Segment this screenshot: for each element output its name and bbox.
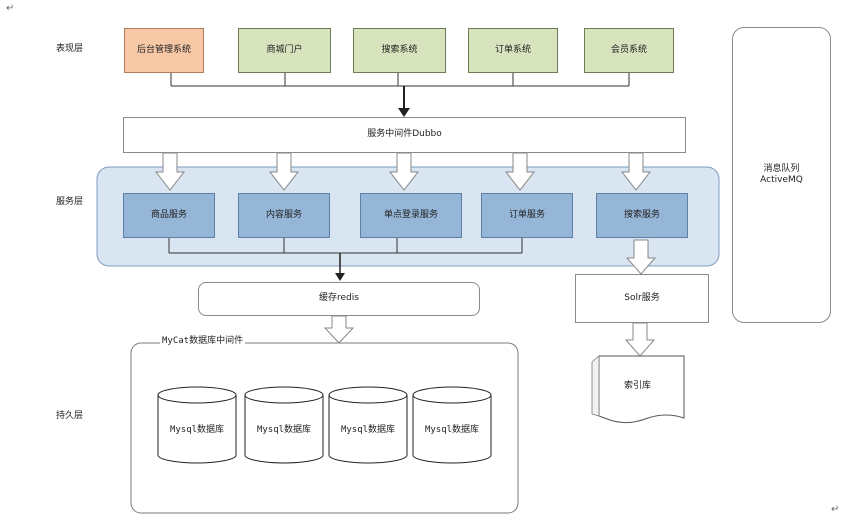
database-label: Mysql数据库 [340, 425, 396, 435]
service-sso: 单点登录服务 [360, 193, 462, 238]
system-admin-backend: 后台管理系统 [124, 28, 204, 73]
service-to-cache-connectors [168, 238, 523, 254]
solr-service: Solr服务 [575, 274, 709, 323]
layer-label-service: 服务层 [56, 197, 84, 207]
presentation-connectors [170, 73, 630, 87]
database-label: Mysql数据库 [256, 425, 312, 435]
hollow-arrow [388, 152, 420, 191]
message-queue-activemq: 消息队列 ActiveMQ [732, 27, 831, 323]
index-store-side [591, 355, 600, 417]
database-cylinder [157, 386, 237, 464]
solr-to-index-arrow [624, 322, 656, 357]
layer-label-persistence: 持久层 [56, 411, 84, 421]
database-cylinder [412, 386, 492, 464]
return-mark: ↵ [831, 504, 840, 515]
service-to-cache-arrowhead [335, 273, 345, 281]
database-label: Mysql数据库 [169, 425, 225, 435]
system-search: 搜索系统 [353, 28, 446, 73]
system-mall-portal: 商城门户 [238, 28, 331, 73]
service-product: 商品服务 [123, 193, 215, 238]
mycat-middleware-label: MyCat数据库中间件 [160, 336, 246, 346]
system-order: 订单系统 [468, 28, 558, 73]
presentation-to-dubbo-arrowhead [398, 108, 410, 117]
layer-label-presentation: 表现层 [56, 44, 84, 54]
middleware-dubbo: 服务中间件Dubbo [123, 117, 686, 153]
service-order: 订单服务 [481, 193, 573, 238]
index-store-label: 索引库 [624, 381, 652, 391]
database-cylinders [157, 386, 492, 464]
database-cylinder [328, 386, 408, 464]
mycat-container [130, 342, 519, 514]
hollow-arrow [268, 152, 300, 191]
service-content: 内容服务 [238, 193, 330, 238]
return-mark: ↵ [6, 3, 15, 14]
cache-redis: 缓存redis [198, 282, 480, 316]
database-cylinder [244, 386, 324, 464]
hollow-arrow [504, 152, 536, 191]
index-store-shape [598, 355, 685, 424]
message-queue-product: ActiveMQ [760, 175, 803, 185]
service-search: 搜索服务 [596, 193, 688, 238]
database-label: Mysql数据库 [424, 425, 480, 435]
search-to-solr-arrow [625, 239, 657, 275]
hollow-arrow [154, 152, 186, 191]
system-member: 会员系统 [584, 28, 674, 73]
hollow-arrow [620, 152, 652, 191]
dubbo-to-service-arrows [154, 152, 652, 191]
message-queue-title: 消息队列 [763, 163, 800, 174]
cache-to-mycat-arrow [323, 315, 355, 344]
